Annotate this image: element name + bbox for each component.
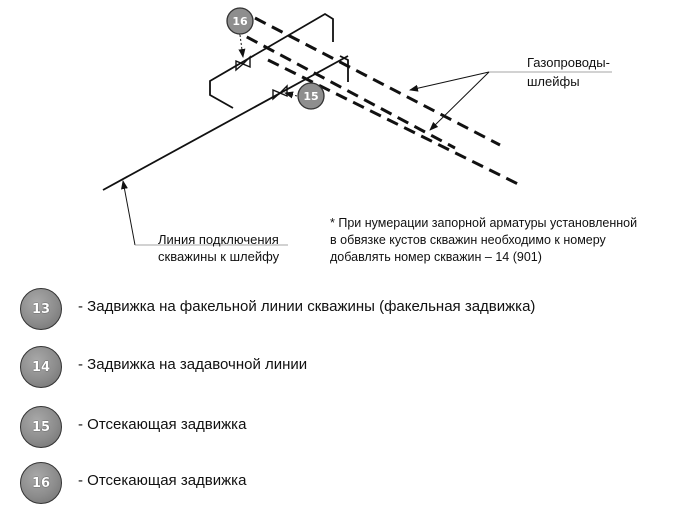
legend-text-16: - Отсекающая задвижка bbox=[78, 472, 247, 489]
marker-15-number: 15 bbox=[303, 90, 318, 103]
gas-pipelines-arrow-1 bbox=[409, 71, 490, 92]
marker-16-badge: 16 bbox=[226, 7, 254, 35]
valve-16-symbol bbox=[235, 55, 251, 72]
connection-label-line1: Линия подключения bbox=[158, 232, 279, 247]
marker-16-number: 16 bbox=[232, 15, 248, 28]
well-connection-line bbox=[102, 55, 349, 191]
gas-pipeline-lower bbox=[267, 58, 521, 187]
legend-badge-14: 14 bbox=[20, 346, 62, 388]
marker-16-pointer bbox=[238, 34, 246, 58]
legend-item-14: 14 - Задвижка на задавочной линии bbox=[20, 346, 660, 388]
legend-item-13: 13 - Задвижка на факельной линии скважин… bbox=[20, 288, 660, 330]
valve-15-symbol bbox=[272, 84, 288, 101]
legend-badge-13: 13 bbox=[20, 288, 62, 330]
legend-item-15: 15 - Отсекающая задвижка bbox=[20, 406, 660, 448]
upper-branch-pipe bbox=[209, 12, 334, 109]
legend-item-16: 16 - Отсекающая задвижка bbox=[20, 462, 660, 504]
legend-text-13: - Задвижка на факельной линии скважины (… bbox=[78, 298, 536, 315]
connection-label-line2: скважины к шлейфу bbox=[158, 249, 280, 264]
gas-pipelines-label-line2: шлейфы bbox=[527, 74, 580, 89]
gas-pipelines-arrow-2 bbox=[429, 71, 490, 131]
legend-badge-15: 15 bbox=[20, 406, 62, 448]
marker-15-badge: 15 bbox=[297, 82, 325, 110]
gas-pipelines-label-line1: Газопроводы- bbox=[527, 55, 610, 70]
gas-pipeline-middle bbox=[254, 16, 501, 147]
numbering-note-line2: в обвязке кустов скважин необходимо к но… bbox=[330, 233, 606, 247]
numbering-note-line3: добавлять номер скважин – 14 (901) bbox=[330, 250, 542, 264]
lower-branch-pipe bbox=[339, 55, 349, 82]
connection-callout-leader bbox=[121, 180, 136, 246]
legend-badge-16: 16 bbox=[20, 462, 62, 504]
legend-text-14: - Задвижка на задавочной линии bbox=[78, 356, 308, 373]
numbering-note-line1: * При нумерации запорной арматуры устано… bbox=[330, 216, 638, 230]
gas-pipeline-upper bbox=[229, 26, 456, 150]
legend-text-15: - Отсекающая задвижка bbox=[78, 416, 247, 433]
